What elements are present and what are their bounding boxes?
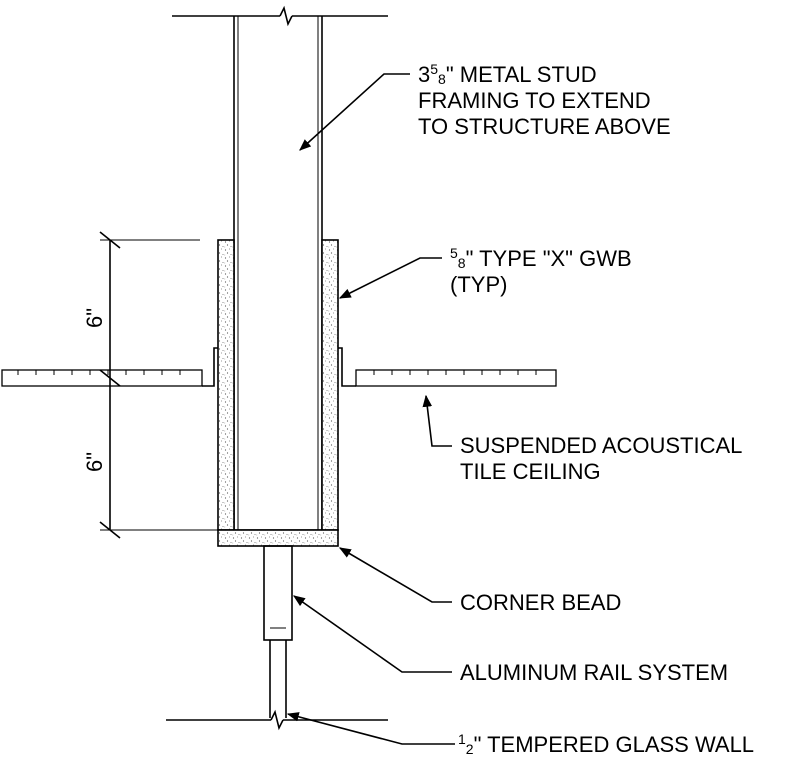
glass-rest: " TEMPERED GLASS WALL [474, 732, 754, 757]
gwb-rest: " TYPE "X" GWB [466, 246, 632, 271]
glass-frac-den: 2 [466, 741, 474, 757]
gwb-frac-den: 8 [458, 255, 466, 271]
gwb-line2: (TYP) [450, 272, 507, 297]
ceiling-tile-left [1, 347, 218, 387]
note-ceiling: SUSPENDED ACOUSTICAL TILE CEILING [460, 433, 742, 484]
note-corner-bead: CORNER BEAD [460, 590, 621, 615]
stud-frac-num: 5 [430, 61, 438, 77]
svg-text:358" METAL STUD: 358" METAL STUD [418, 61, 597, 87]
note-glass: 12" TEMPERED GLASS WALL [458, 731, 754, 757]
bottom-break-line [166, 709, 388, 731]
top-break-line [172, 5, 388, 27]
note-aluminum-rail: ALUMINUM RAIL SYSTEM [460, 660, 728, 685]
note-gwb: 58" TYPE "X" GWB (TYP) [450, 245, 632, 297]
glass-frac-num: 1 [458, 731, 466, 747]
dimension-lines [99, 231, 218, 539]
metal-stud-framing [233, 16, 323, 531]
ceiling-line2: TILE CEILING [460, 459, 601, 484]
ceiling-line1: SUSPENDED ACOUSTICAL [460, 433, 742, 458]
dimension-upper: 6" [82, 308, 107, 328]
leader-lines [286, 73, 455, 745]
stud-rest: " METAL STUD [446, 62, 597, 87]
stud-whole: 3 [418, 62, 430, 87]
gwb-frac-num: 5 [450, 245, 458, 261]
gwb-left-panel [217, 239, 235, 531]
tempered-glass-wall [269, 640, 287, 718]
dimension-lower: 6" [82, 452, 107, 472]
stud-line2: FRAMING TO EXTEND [418, 88, 651, 113]
gwb-bottom-panel [217, 529, 339, 547]
stud-frac-den: 8 [438, 71, 446, 87]
aluminum-rail-system [263, 545, 293, 641]
gwb-right-panel [321, 239, 339, 531]
stud-line3: TO STRUCTURE ABOVE [418, 114, 671, 139]
svg-text:12" TEMPERED GLASS WALL: 12" TEMPERED GLASS WALL [458, 731, 754, 757]
note-metal-stud: 358" METAL STUD FRAMING TO EXTEND TO STR… [418, 61, 671, 139]
svg-text:58" TYPE "X" GWB: 58" TYPE "X" GWB [450, 245, 632, 271]
ceiling-tile-right [338, 347, 557, 387]
